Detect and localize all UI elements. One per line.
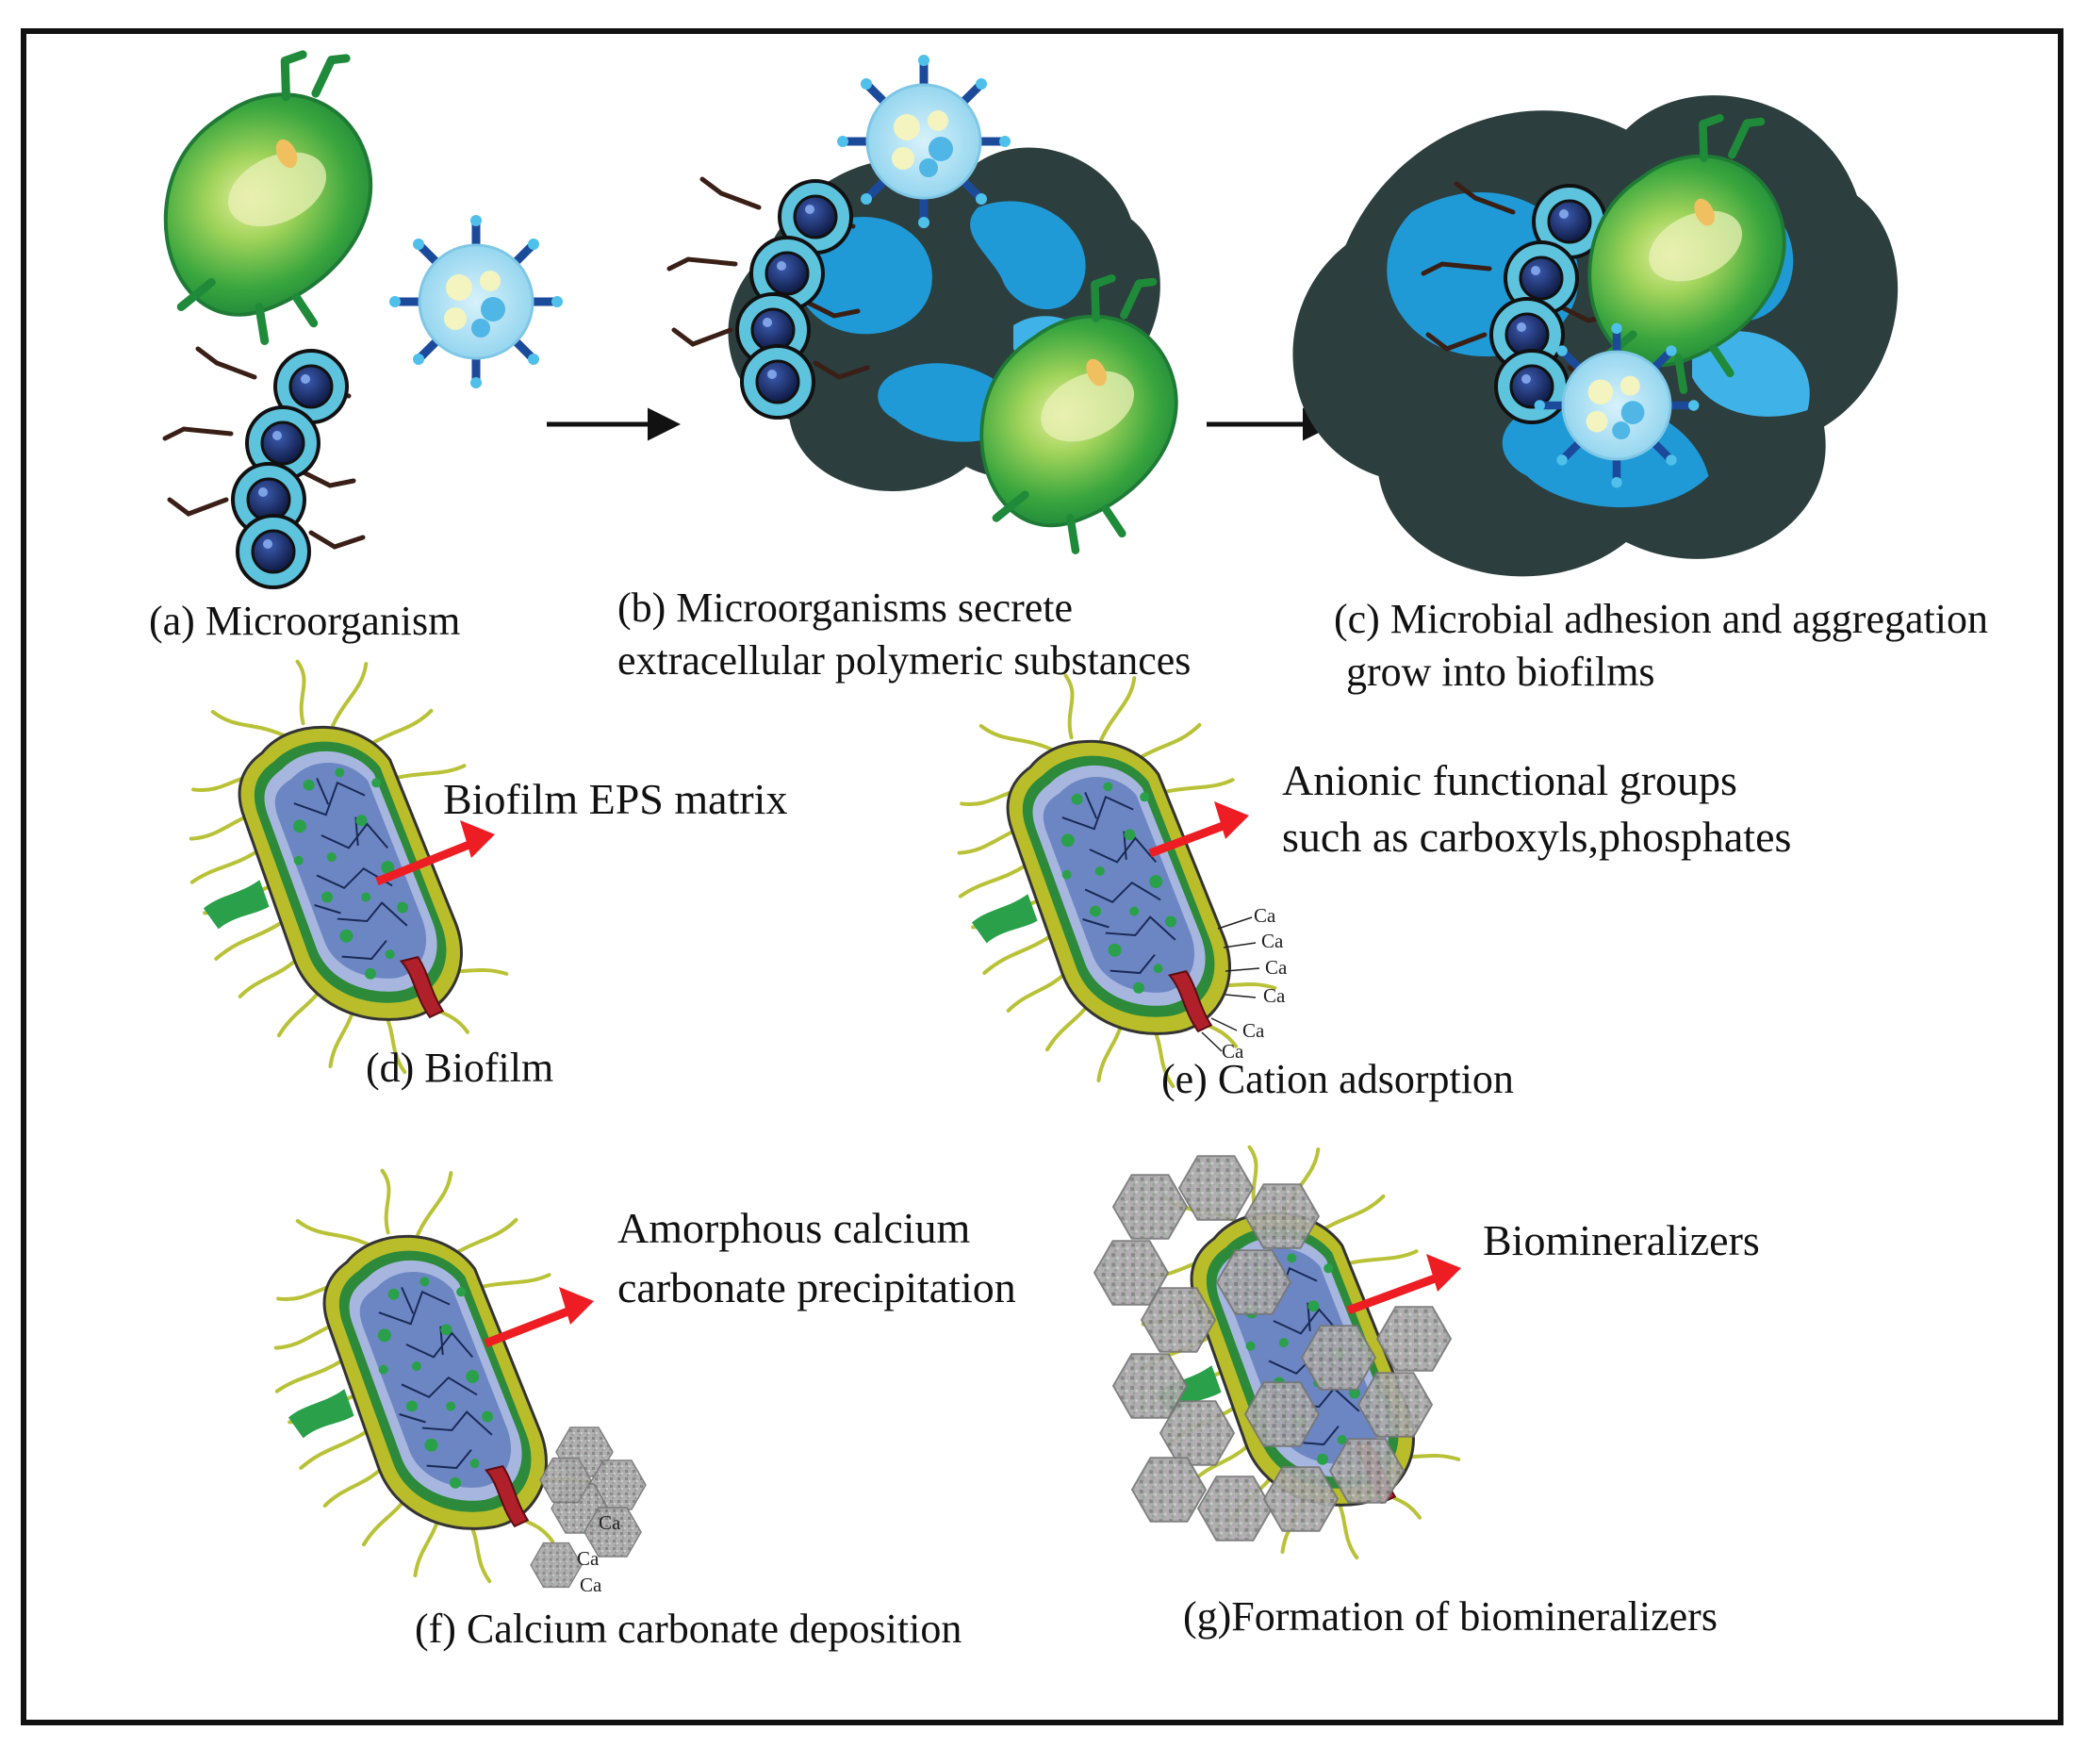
label-biomineralizers: Biomineralizers	[1483, 1216, 1760, 1264]
cation-label: Ca	[1222, 1040, 1244, 1063]
label-biofilm-eps-matrix: Biofilm EPS matrix	[443, 775, 788, 823]
red-pointer-arrow	[484, 1306, 572, 1348]
caption-d: (d) Biofilm	[366, 1045, 554, 1091]
spiky-microbe-icon	[837, 55, 1011, 228]
label-anionic-groups-line2: such as carboxyls,phosphates	[1282, 813, 1792, 861]
caption-c-line1: (c) Microbial adhesion and aggregation	[1334, 596, 1988, 642]
cation-label: Ca	[1242, 1019, 1265, 1042]
panel-g-biomineralizers	[1093, 1112, 1488, 1599]
caption-c-line2: grow into biofilms	[1346, 649, 1655, 695]
cation-label: Ca	[1263, 984, 1286, 1007]
caption-g: (g)Formation of biomineralizers	[1183, 1593, 1718, 1640]
cation-label: Ca	[1254, 904, 1276, 927]
spiky-microbe-icon	[1535, 323, 1700, 488]
panel-f-caco3-deposition: Ca Ca Ca	[229, 1135, 647, 1623]
panel-a-microorganisms	[106, 37, 563, 587]
label-amorphous-caco3-line1: Amorphous calcium	[617, 1204, 971, 1252]
label-amorphous-caco3-line2: carbonate precipitation	[617, 1263, 1016, 1311]
panel-e-cation-adsorption: Ca Ca Ca Ca Ca Ca	[912, 640, 1304, 1128]
panel-d-biofilm	[144, 626, 535, 1113]
cation-label: Ca	[599, 1511, 621, 1534]
caption-a: (a) Microorganism	[149, 598, 461, 644]
red-pointer-arrow	[1346, 1273, 1439, 1315]
red-pointer-arrow	[375, 839, 473, 886]
caption-f: (f) Calcium carbonate deposition	[415, 1606, 962, 1652]
green-bacterium-icon	[106, 37, 442, 371]
panel-b-eps-secretion	[669, 55, 1243, 579]
cation-label: Ca	[1265, 956, 1288, 979]
rod-bacterium-icon	[144, 626, 535, 1113]
caption-e: (e) Cation adsorption	[1161, 1056, 1514, 1102]
eps-matrix-icon	[1292, 95, 1899, 577]
red-pointer-arrow	[1148, 820, 1227, 858]
caption-b-line2: extracellular polymeric substances	[617, 637, 1192, 684]
label-anionic-groups-line1: Anionic functional groups	[1282, 756, 1737, 804]
cation-label: Ca	[577, 1547, 600, 1570]
cocci-chain-icon	[165, 349, 363, 587]
panel-c-biofilm-growth	[1292, 95, 1899, 577]
spiky-microbe-icon	[389, 215, 563, 388]
cation-label: Ca	[580, 1574, 602, 1596]
caption-b-line1: (b) Microorganisms secrete	[617, 585, 1074, 631]
cation-label: Ca	[1261, 930, 1284, 952]
figure-frame	[21, 28, 2063, 1725]
